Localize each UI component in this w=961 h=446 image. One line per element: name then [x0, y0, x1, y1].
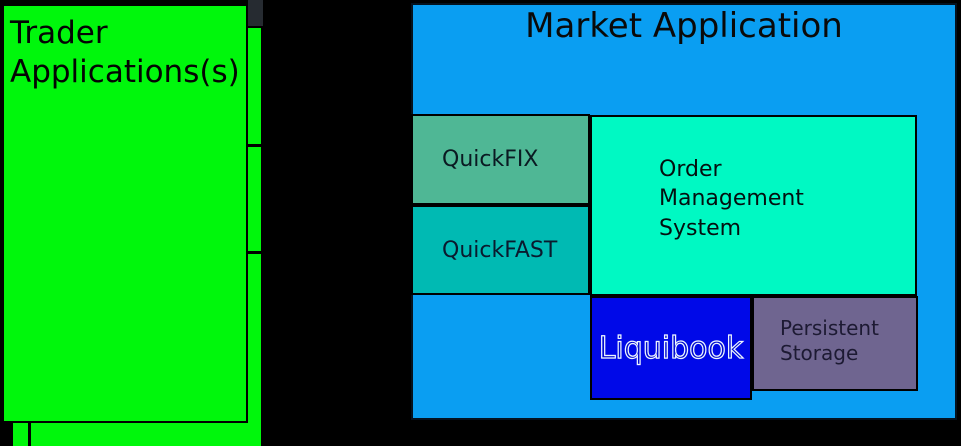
trader-applications-box: Trader Applications(s) — [2, 4, 248, 423]
liquibook-label: Liquibook — [598, 330, 744, 366]
quickfix-label: QuickFIX — [442, 147, 539, 172]
order-management-system-label: Order Management System — [659, 157, 804, 241]
quickfast-box: QuickFAST — [411, 205, 590, 295]
order-management-system-box: Order Management System — [590, 115, 917, 296]
persistent-storage-box: Persistent Storage — [752, 296, 918, 391]
liquibook-box: Liquibook — [590, 296, 752, 400]
trader-applications-label: Trader Applications(s) — [10, 15, 240, 91]
market-application-title: Market Application — [525, 6, 843, 46]
connector-trader-to-quickfast-line — [246, 251, 413, 254]
connector-trader-bottom-stub-line — [28, 423, 31, 446]
persistent-storage-label: Persistent Storage — [780, 316, 879, 365]
quickfix-box: QuickFIX — [411, 114, 590, 205]
stack-corner-shadow — [248, 0, 263, 26]
connector-trader-to-quickfix-line — [246, 144, 413, 147]
quickfast-label: QuickFAST — [442, 237, 558, 263]
